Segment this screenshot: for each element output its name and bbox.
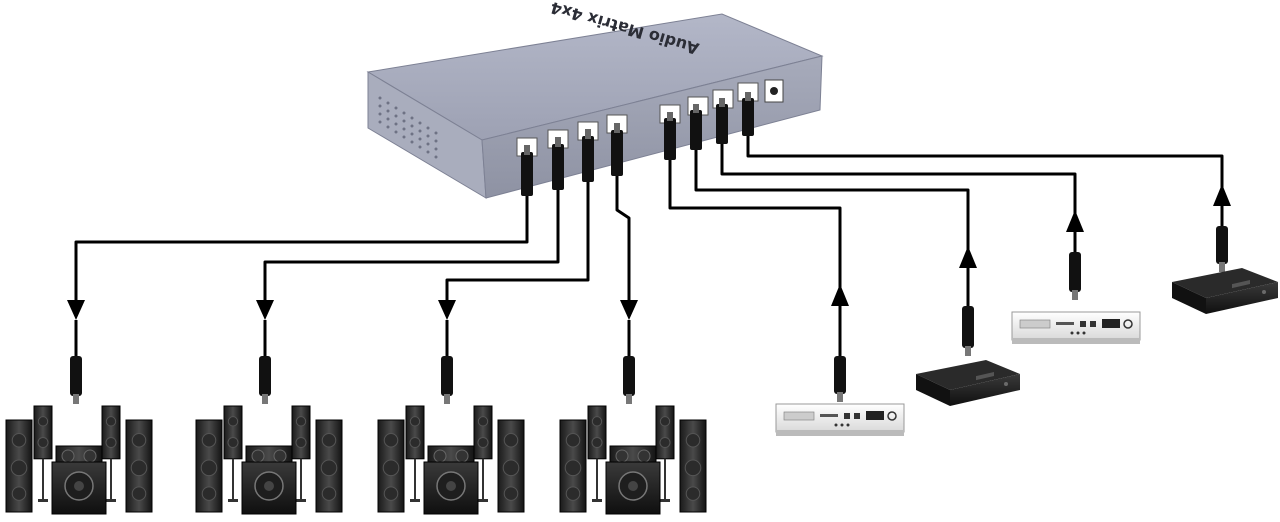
device-plugs: [521, 92, 754, 196]
cable-output-2: [263, 190, 560, 300]
speaker-plugs: [70, 356, 635, 404]
speaker-systems: [5, 405, 707, 515]
speaker-system-icon: [5, 405, 153, 515]
set-top-box-icon: [916, 360, 1020, 406]
arrow-down-icon: [620, 300, 638, 320]
arrow-down-icon: [256, 300, 274, 320]
arrow-up-icon: [959, 246, 977, 268]
dvd-player-icon: [775, 403, 905, 436]
cable-output-1: [74, 196, 529, 300]
speaker-system-icon: [377, 405, 525, 515]
arrow-up-icon: [1066, 210, 1084, 232]
cable-input-3: [720, 144, 1077, 260]
dvd-player-icon: [1011, 311, 1141, 344]
speaker-system-icon: [195, 405, 343, 515]
cable-output-4: [615, 176, 631, 300]
speaker-system-icon: [559, 405, 707, 515]
arrow-up-icon: [1213, 184, 1231, 206]
arrow-down-icon: [438, 300, 456, 320]
vent-holes: [378, 96, 438, 159]
set-top-box-icon: [1172, 268, 1278, 314]
arrow-down-icon: [67, 300, 85, 320]
device-front-face: [481, 55, 823, 199]
arrow-up-icon: [831, 284, 849, 306]
input-direction-arrows: [831, 184, 1231, 306]
output-direction-arrows: [67, 300, 638, 320]
cable-output-3: [445, 182, 590, 300]
source-plugs: [834, 226, 1228, 402]
audio-matrix-device: Audio Matrix 4x4: [366, 0, 824, 199]
